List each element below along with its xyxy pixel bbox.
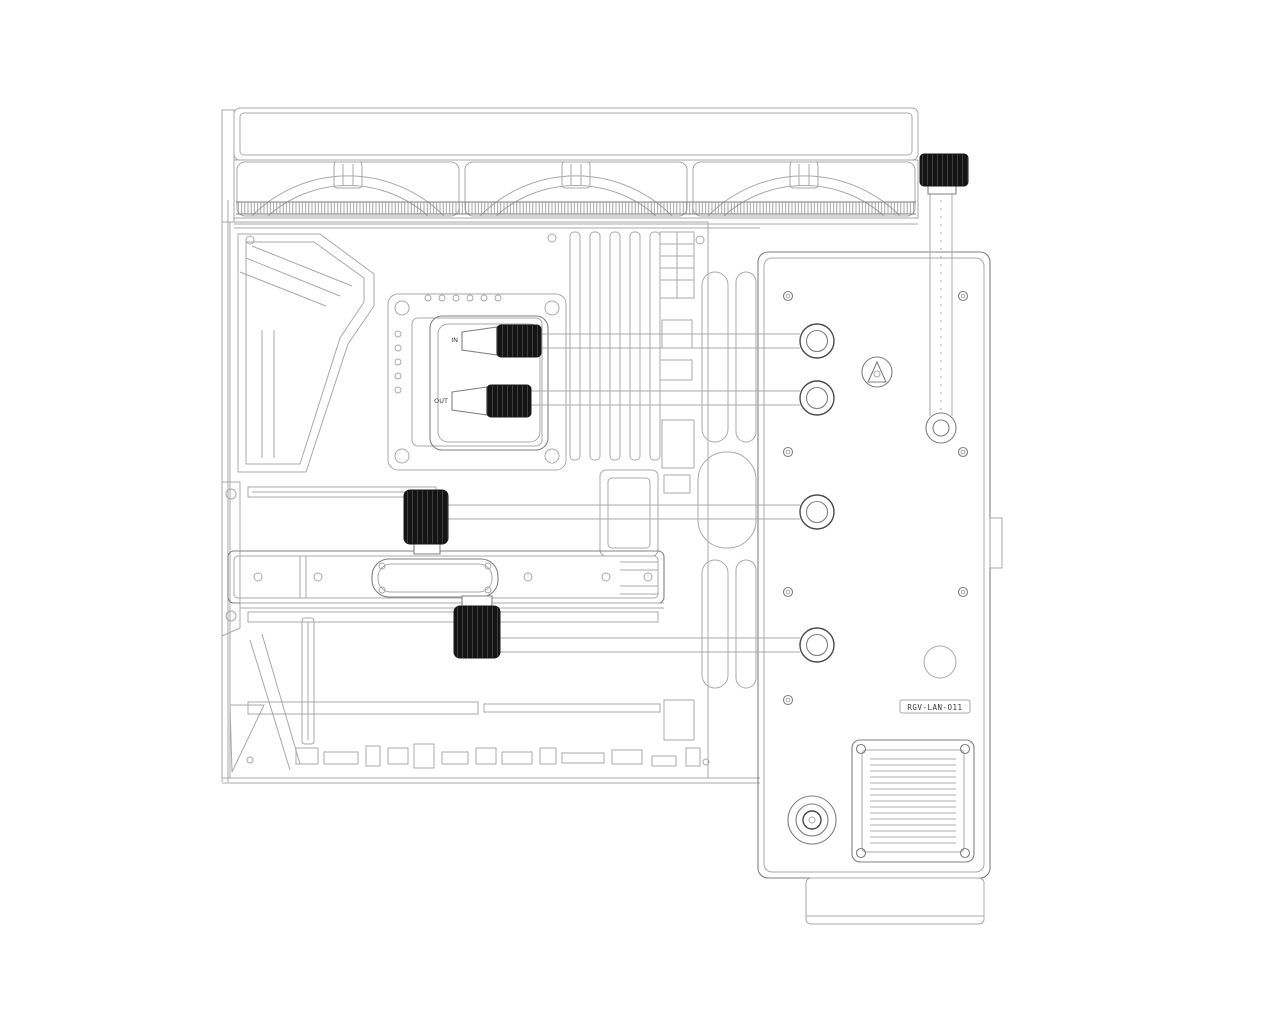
elbow-fitting-lower [454, 596, 500, 658]
cpu-port-bottom-label: OUT [434, 397, 448, 405]
atx-power-connector [660, 232, 694, 298]
io-shroud [238, 234, 374, 472]
fill-port-and-drain [920, 154, 968, 443]
tube-cpu-top [541, 334, 800, 348]
radiator-fins [236, 202, 916, 214]
distro-inlet-fitting [800, 495, 834, 529]
mounting-hole [548, 234, 556, 242]
model-label: RGV-LAN-O11 [900, 700, 970, 713]
motherboard-outline [230, 222, 708, 778]
distro-inlet-fitting [800, 381, 834, 415]
radiator-tank [234, 108, 918, 160]
distro-plate-tab [990, 518, 1002, 568]
tube-cpu-bottom [531, 391, 800, 405]
pcie-slots [248, 487, 660, 744]
fittings: IN OUT [404, 324, 834, 662]
gpu-water-block [222, 482, 664, 636]
board-connector [660, 360, 692, 380]
model-label-text: RGV-LAN-O11 [907, 703, 962, 712]
cpu-port-top-fitting: IN [451, 325, 541, 357]
radiator [222, 108, 918, 222]
distro-inlet-fitting [800, 628, 834, 662]
case-bracket-lines [230, 634, 300, 772]
motherboard [222, 200, 918, 783]
cpu-water-block [430, 316, 548, 450]
cpu-port-top-label: IN [451, 336, 458, 344]
ram-slots [570, 232, 660, 460]
cpu-socket [388, 294, 566, 470]
coolant-channels [698, 272, 756, 688]
socket-pin-dots [395, 295, 501, 393]
board-connector [664, 700, 694, 740]
board-connector [662, 420, 694, 468]
distro-plate-foot [806, 878, 984, 924]
rigid-tubes [448, 334, 800, 652]
plate-screws [784, 292, 968, 705]
mounting-hole [696, 236, 704, 244]
gpu-bracket [222, 482, 240, 636]
distribution-plate: RGV-LAN-O11 [698, 252, 1002, 924]
mounting-hole [246, 236, 254, 244]
plate-port-blank [924, 646, 956, 678]
fill-port-collar [928, 186, 956, 194]
drain-tube [926, 194, 956, 443]
cpu-port-bottom-fitting: OUT [434, 385, 531, 417]
tube-gpu-bottom [498, 638, 800, 652]
front-panel-headers [247, 744, 709, 768]
chipset-heatsink [600, 470, 658, 556]
elbow-fitting-upper [404, 490, 448, 554]
distro-inlet-fitting [800, 324, 834, 358]
fill-port-cap [920, 154, 968, 186]
board-connector [664, 475, 690, 493]
tube-gpu-top [448, 505, 800, 519]
pump-heatsink [852, 740, 974, 862]
brand-logo-badge [862, 357, 892, 387]
pump [788, 796, 836, 844]
gpu-block-window [372, 559, 498, 597]
